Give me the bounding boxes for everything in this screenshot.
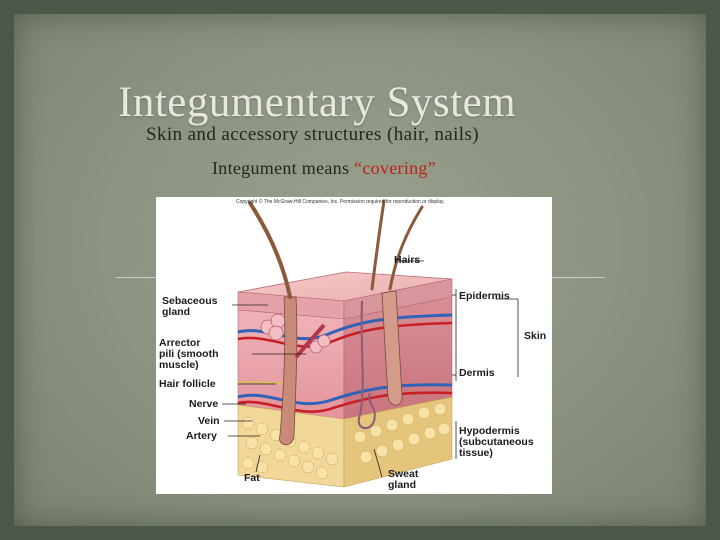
hair-shafts bbox=[248, 199, 424, 299]
hair-follicle-shape-2 bbox=[381, 290, 403, 406]
skin-diagram-figure: Copyright © The McGraw-Hill Companies, I… bbox=[156, 197, 552, 494]
label-epidermis: Epidermis bbox=[459, 290, 510, 302]
arrector-pili-shape bbox=[294, 323, 326, 359]
label-sweat-gland: Sweat gland bbox=[388, 468, 419, 491]
subtitle-line-2: Integument means “covering” bbox=[212, 158, 436, 179]
divider-right bbox=[552, 277, 605, 278]
label-nerve: Nerve bbox=[189, 398, 219, 410]
label-artery: Artery bbox=[186, 430, 217, 442]
label-fat: Fat bbox=[244, 472, 260, 484]
label-hairs: Hairs bbox=[394, 254, 421, 266]
fat-cells bbox=[241, 402, 451, 480]
slide-title: Integumentary System bbox=[118, 79, 517, 126]
label-skin: Skin bbox=[524, 330, 547, 342]
label-arrector-pili: Arrector pili (smooth muscle) bbox=[159, 337, 219, 371]
label-dermis: Dermis bbox=[459, 367, 495, 379]
deep-artery-vessel bbox=[237, 391, 453, 413]
copyright-notice: Copyright © The McGraw-Hill Companies, I… bbox=[236, 199, 445, 205]
divider-left bbox=[116, 277, 156, 278]
subtitle-line-2-prefix: Integument means bbox=[212, 158, 355, 178]
label-hypodermis: Hypodermis (subcutaneous tissue) bbox=[459, 425, 534, 459]
label-hair-follicle: Hair follicle bbox=[159, 378, 216, 390]
sebaceous-gland-shape bbox=[260, 313, 331, 354]
subtitle-highlight: “covering” bbox=[354, 158, 437, 178]
skin-cross-section-illustration bbox=[222, 199, 519, 488]
subtitle-line-1: Skin and accessory structures (hair, nai… bbox=[146, 124, 480, 145]
label-sebaceous-gland: Sebaceous gland bbox=[162, 295, 218, 318]
deep-vein-vessel bbox=[237, 383, 453, 406]
skin-block bbox=[237, 271, 453, 488]
leader-lines bbox=[222, 260, 519, 478]
label-vein: Vein bbox=[198, 415, 220, 427]
sweat-gland-shape bbox=[357, 300, 376, 430]
hair-follicle-shape bbox=[279, 296, 298, 446]
